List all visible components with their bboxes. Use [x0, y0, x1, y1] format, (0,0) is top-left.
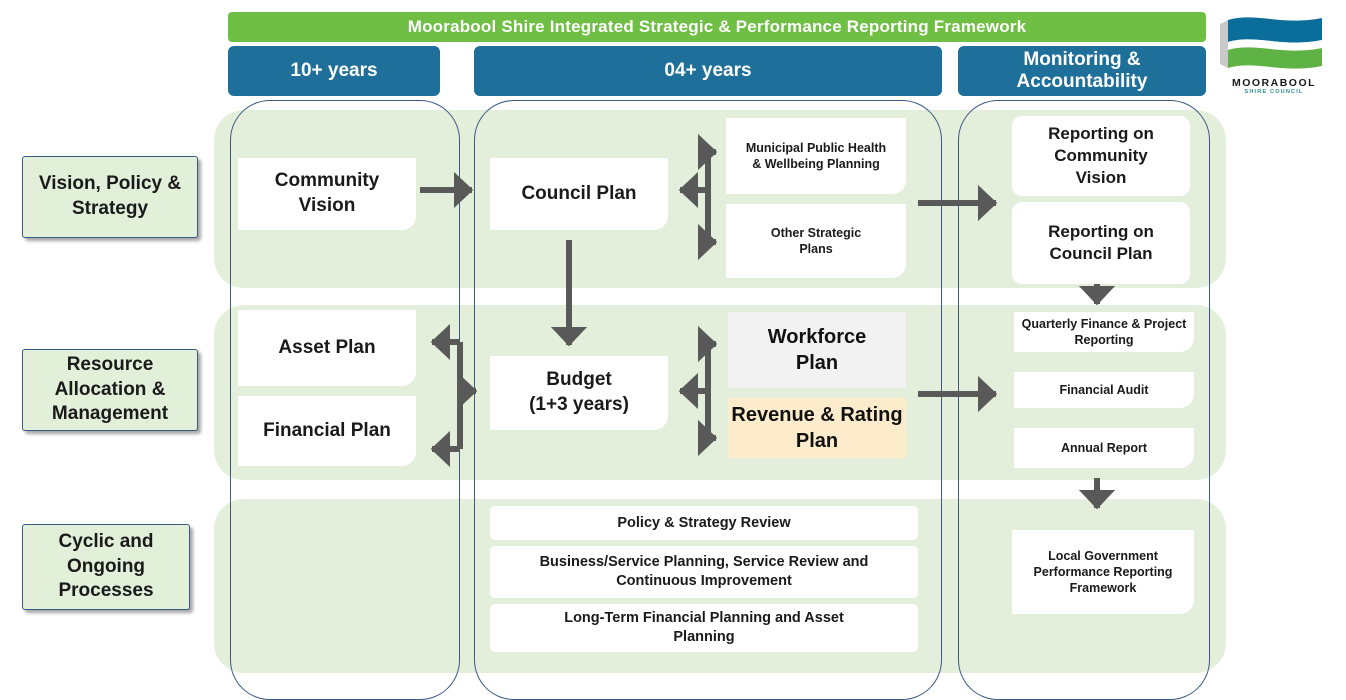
reporting-community-vision-box: Reporting on Community Vision [1012, 116, 1190, 196]
logo-name: MOORABOOL [1231, 77, 1317, 89]
reporting-council-plan-box: Reporting on Council Plan [1012, 202, 1190, 284]
financial-audit-box: Financial Audit [1014, 372, 1194, 408]
framework-title: Moorabool Shire Integrated Strategic & P… [228, 12, 1206, 42]
quarterly-reporting-box: Quarterly Finance & Project Reporting [1014, 312, 1194, 352]
column-header-04-years: 04+ years [474, 46, 942, 96]
community-vision-box: Community Vision [238, 158, 416, 230]
column-header-monitoring-label: Monitoring & Accountability [1016, 49, 1148, 92]
financial-plan-box: Financial Plan [238, 396, 416, 466]
business-service-planning-box: Business/Service Planning, Service Revie… [490, 546, 918, 598]
policy-strategy-review-box: Policy & Strategy Review [490, 506, 918, 540]
long-term-financial-planning-box: Long-Term Financial Planning and Asset P… [490, 604, 918, 652]
row-label-cyclic-processes: Cyclic and Ongoing Processes [22, 524, 190, 610]
moorabool-logo: MOORABOOL SHIRE COUNCIL [1214, 12, 1334, 96]
council-plan-box: Council Plan [490, 158, 668, 230]
annual-report-box: Annual Report [1014, 428, 1194, 468]
logo-subtitle: SHIRE COUNCIL [1244, 89, 1304, 95]
asset-plan-box: Asset Plan [238, 310, 416, 386]
row-label-vision-policy-strategy: Vision, Policy & Strategy [22, 156, 198, 238]
row-label-resource-allocation: Resource Allocation & Management [22, 349, 198, 431]
column-header-monitoring: Monitoring & Accountability [958, 46, 1206, 96]
column-header-10-years: 10+ years [228, 46, 440, 96]
workforce-plan-box: Workforce Plan [728, 312, 906, 388]
other-strategic-plans-box: Other Strategic Plans [726, 204, 906, 278]
revenue-rating-plan-box: Revenue & Rating Plan [728, 398, 906, 458]
municipal-health-plan-box: Municipal Public Health & Wellbeing Plan… [726, 118, 906, 194]
budget-box: Budget (1+3 years) [490, 356, 668, 430]
lgprf-box: Local Government Performance Reporting F… [1012, 530, 1194, 614]
logo-flag-icon [1220, 17, 1322, 69]
